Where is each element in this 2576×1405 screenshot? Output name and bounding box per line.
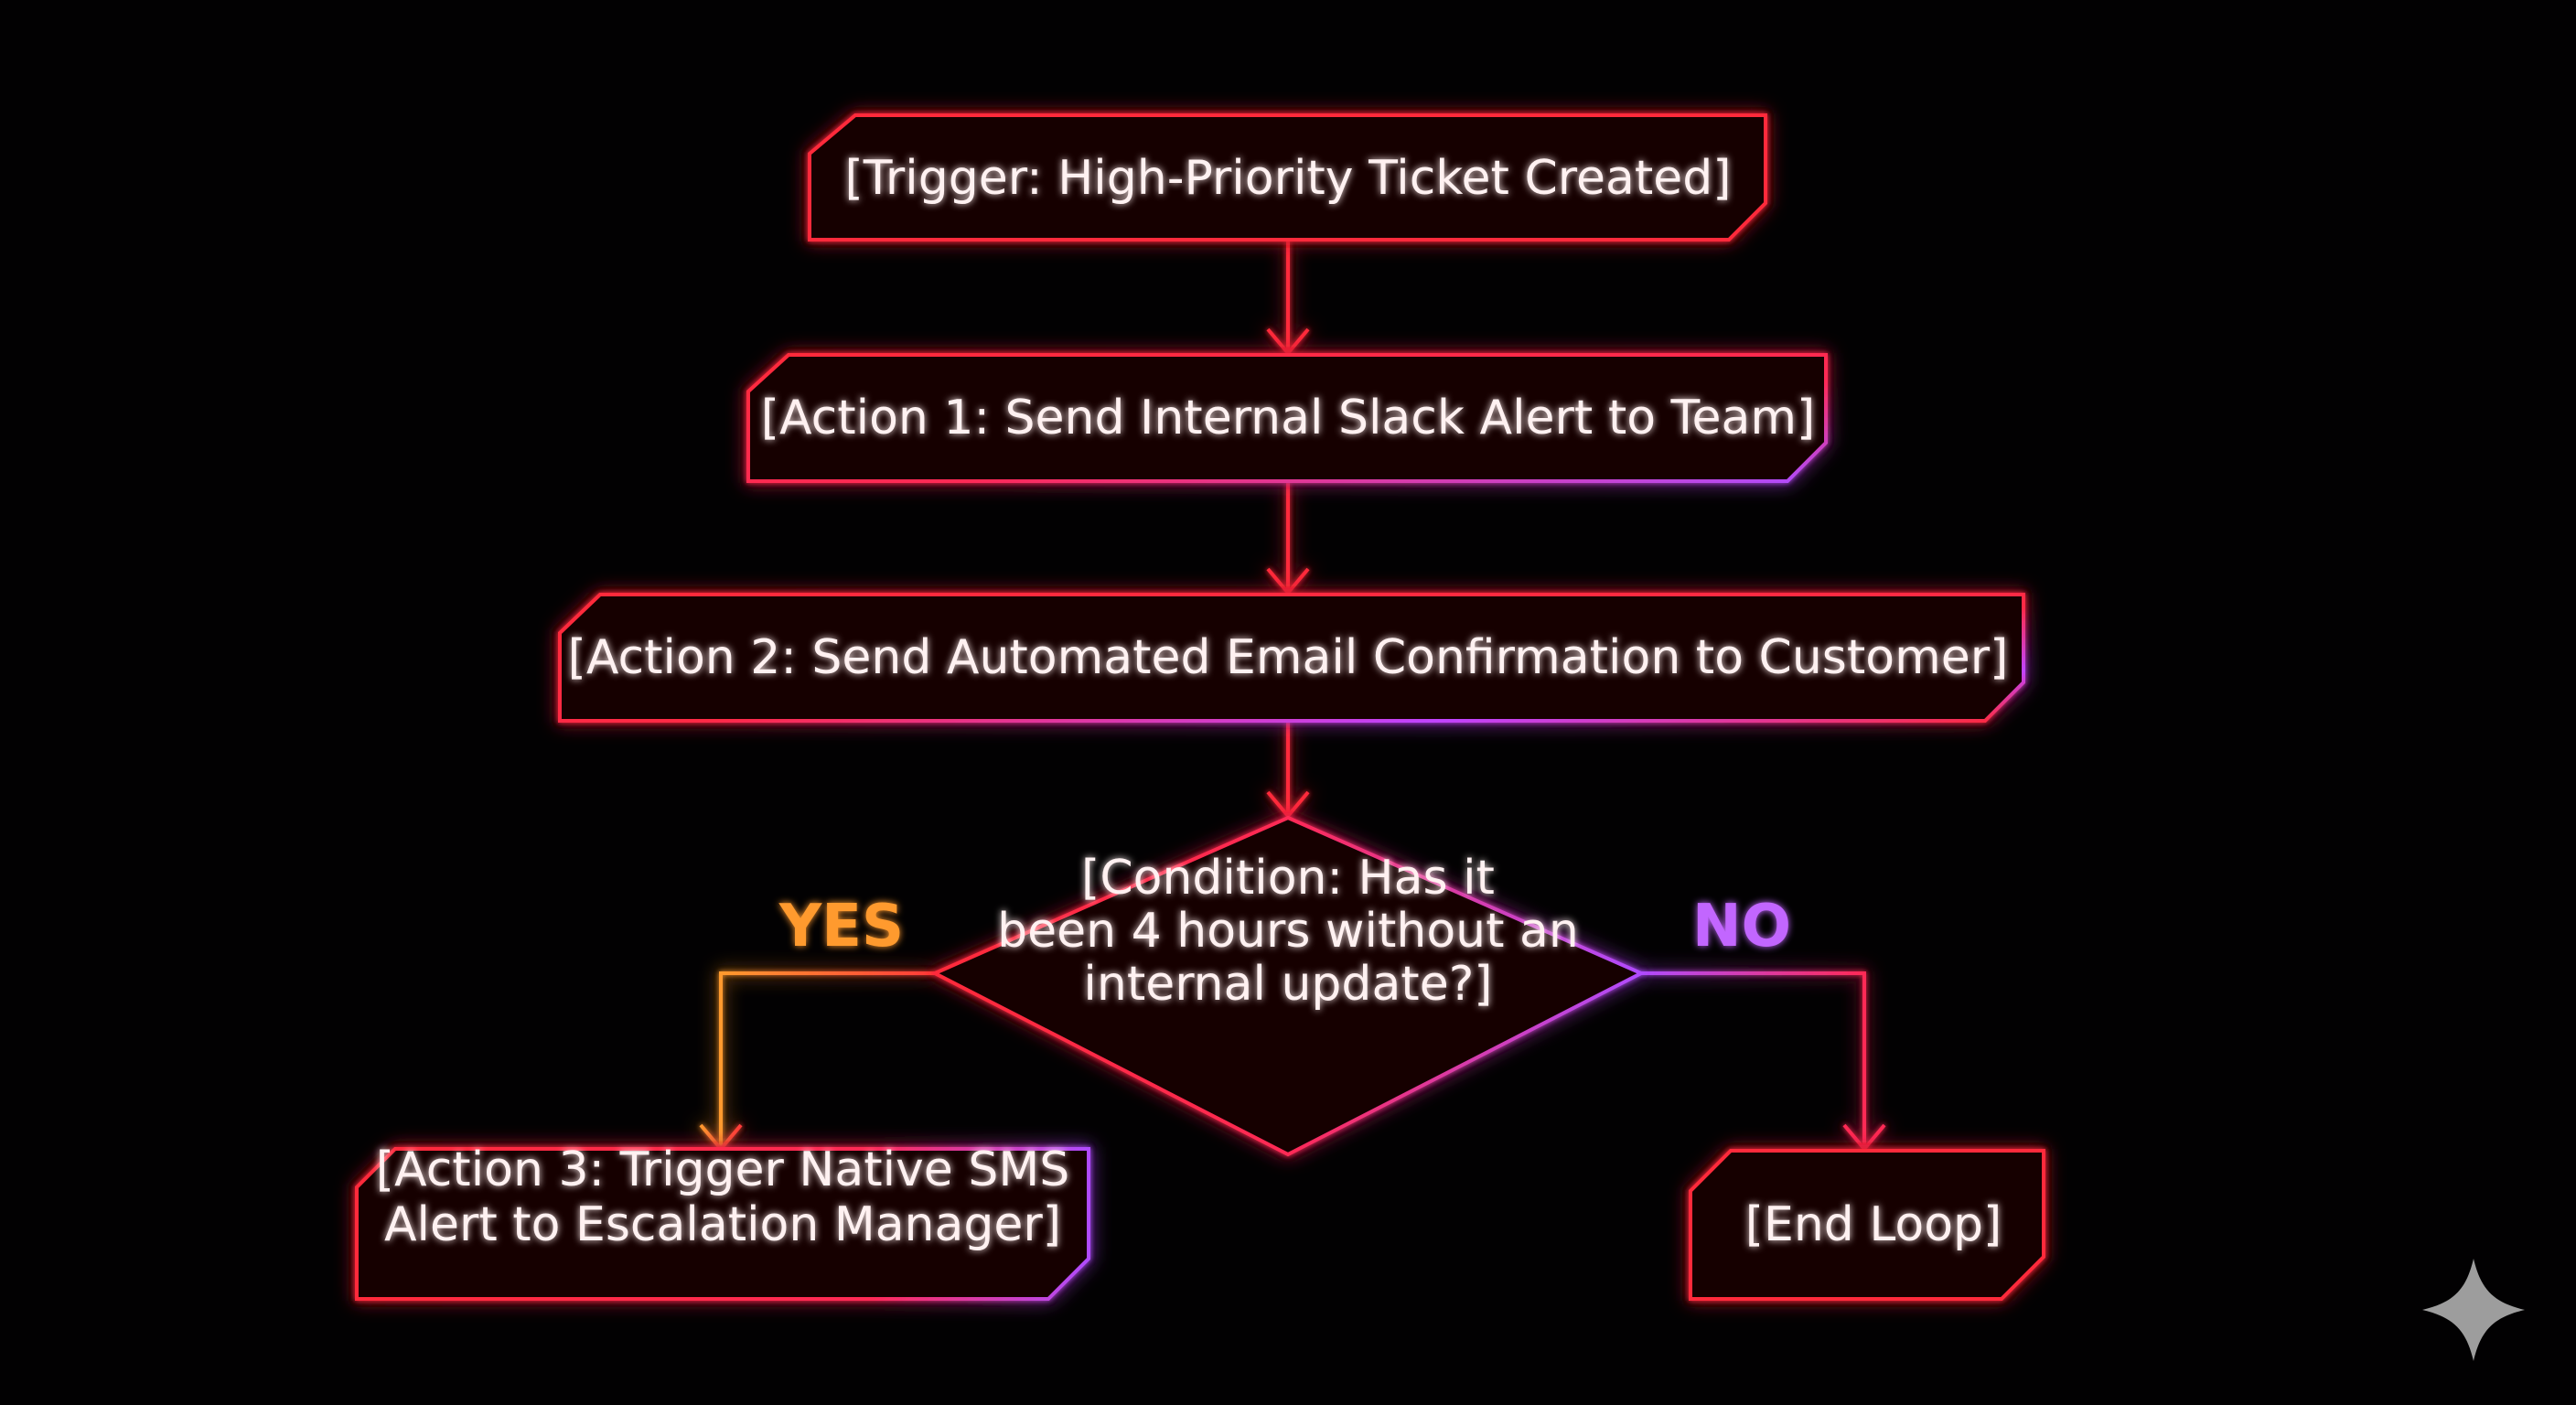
action3-box bbox=[355, 1147, 1090, 1301]
node-action1: [Action 1: Send Internal Slack Alert to … bbox=[746, 353, 1828, 483]
trigger-label: [Trigger: High-Priority Ticket Created] bbox=[844, 151, 1731, 206]
trigger-box bbox=[808, 113, 1767, 241]
branch-label-yes: YES bbox=[778, 893, 904, 960]
condition-diamond bbox=[930, 815, 1646, 1157]
node-text-line: [Condition: Has it bbox=[1081, 851, 1495, 906]
node-action2: [Action 2: Send Automated Email Confirma… bbox=[558, 593, 2025, 723]
action1-label: [Action 1: Send Internal Slack Alert to … bbox=[761, 391, 1816, 445]
node-text-line: [Action 2: Send Automated Email Confirma… bbox=[568, 630, 2009, 685]
action2-label: [Action 2: Send Automated Email Confirma… bbox=[568, 630, 2009, 685]
node-text-line: internal update?] bbox=[1083, 957, 1492, 1012]
connector-yes-branch bbox=[699, 971, 935, 1153]
end-box bbox=[1689, 1149, 2045, 1301]
branch-label-no: NO bbox=[1692, 893, 1791, 960]
node-text-line: [End Loop] bbox=[1745, 1197, 2002, 1252]
connector-no-branch bbox=[1641, 971, 1886, 1153]
node-trigger: [Trigger: High-Priority Ticket Created] bbox=[808, 113, 1767, 241]
arrow-action2-to-condition bbox=[1266, 721, 1310, 820]
node-text-line: [Action 1: Send Internal Slack Alert to … bbox=[761, 391, 1816, 445]
sparkle-icon bbox=[2422, 1259, 2525, 1361]
action2-box bbox=[558, 593, 2025, 723]
end-label: [End Loop] bbox=[1745, 1197, 2002, 1252]
action1-box bbox=[746, 353, 1828, 483]
node-text-line: [Action 3: Trigger Native SMS bbox=[376, 1142, 1069, 1197]
node-text-line: Alert to Escalation Manager] bbox=[384, 1197, 1061, 1252]
node-text-line: [Trigger: High-Priority Ticket Created] bbox=[844, 151, 1731, 206]
arrow-trigger-to-action1 bbox=[1266, 240, 1310, 357]
arrow-action1-to-action2 bbox=[1266, 481, 1310, 596]
node-text-line: been 4 hours without an bbox=[997, 904, 1579, 959]
node-end: [End Loop] bbox=[1689, 1149, 2045, 1301]
